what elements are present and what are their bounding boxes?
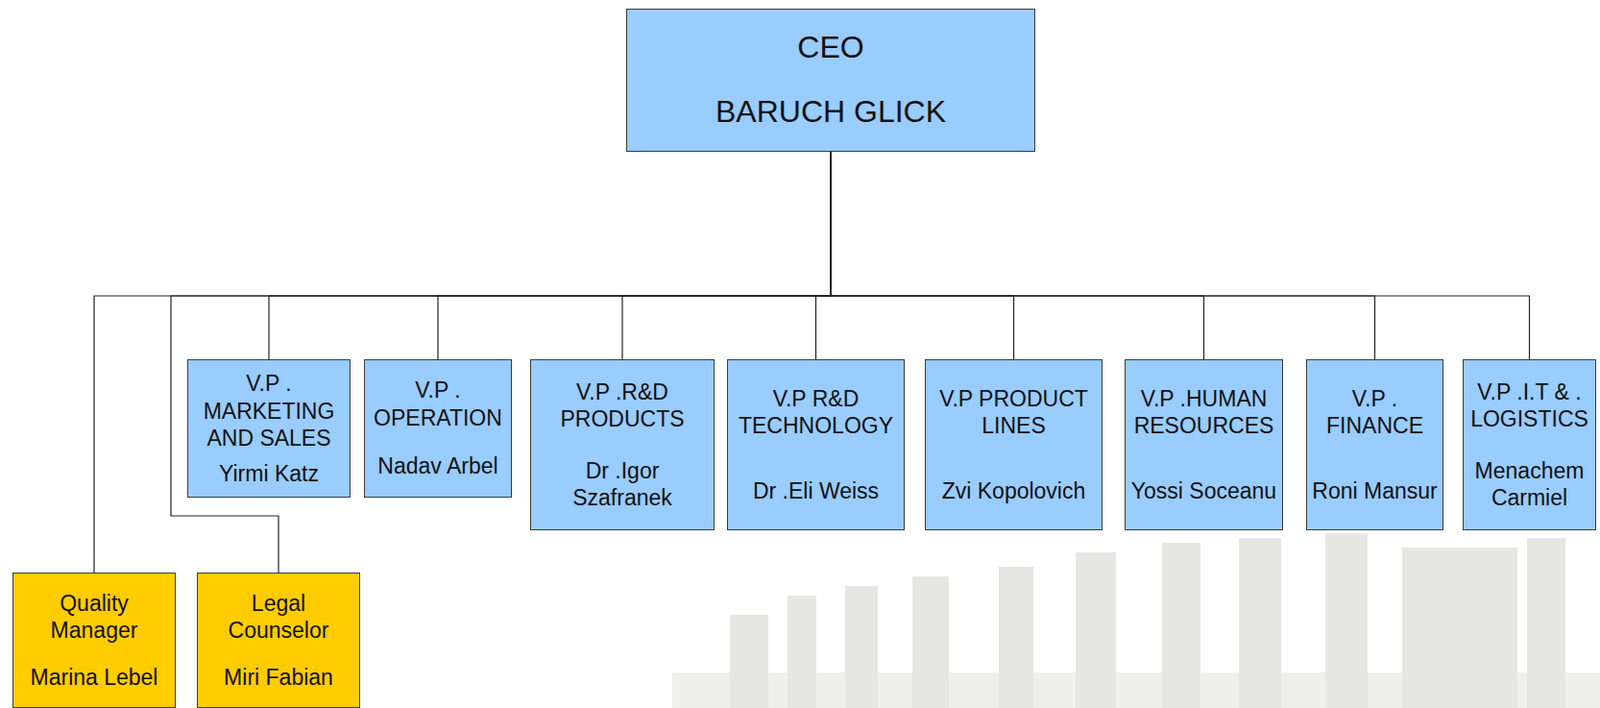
person-name: BARUCH GLICK bbox=[715, 92, 946, 133]
ceo-box: CEO BARUCH GLICK bbox=[626, 8, 1036, 152]
role-title: V.P . MARKETING AND SALES bbox=[193, 369, 345, 451]
role-title: V.P R&D TECHNOLOGY bbox=[732, 385, 899, 439]
role-title: V.P .I.T & . LOGISTICS bbox=[1468, 378, 1591, 433]
role-title: V.P .R&D PRODUCTS bbox=[535, 378, 709, 433]
reporting-line bbox=[830, 151, 1376, 360]
staff-box: Legal CounselorMiri Fabian bbox=[196, 572, 361, 708]
person-name: Dr .Igor Szafranek bbox=[535, 457, 709, 511]
role-title: V.P . FINANCE bbox=[1311, 385, 1438, 439]
reporting-line bbox=[830, 151, 1205, 360]
vp-box: V.P . FINANCE Roni Mansur bbox=[1306, 359, 1444, 531]
person-name: Marina Lebel bbox=[30, 663, 159, 691]
person-name: Menachem Carmiel bbox=[1468, 457, 1591, 511]
reporting-line bbox=[94, 151, 831, 573]
person-name: Roni Mansur bbox=[1311, 477, 1437, 505]
staff-box: Quality ManagerMarina Lebel bbox=[12, 572, 176, 708]
vp-box: V.P .I.T & . LOGISTICS Menachem Carmiel bbox=[1462, 359, 1597, 531]
reporting-line bbox=[830, 151, 1015, 360]
role-title: V.P .HUMAN RESOURCES bbox=[1130, 385, 1278, 439]
vp-box: V.P R&D TECHNOLOGY Dr .Eli Weiss bbox=[727, 359, 905, 531]
role-title: V.P PRODUCT LINES bbox=[930, 385, 1097, 439]
reporting-line bbox=[268, 151, 831, 360]
person-name: Zvi Kopolovich bbox=[942, 477, 1087, 505]
vp-box: V.P . OPERATION Nadav Arbel bbox=[363, 359, 512, 498]
person-name: Dr .Eli Weiss bbox=[752, 477, 879, 505]
reporting-line bbox=[437, 151, 831, 360]
reporting-line bbox=[830, 151, 1530, 360]
reporting-line bbox=[816, 151, 832, 360]
person-name: Yirmi Katz bbox=[218, 460, 319, 487]
vp-box: V.P .R&D PRODUCTS Dr .Igor Szafranek bbox=[530, 359, 715, 531]
reporting-line bbox=[622, 151, 831, 360]
role-title: CEO bbox=[797, 27, 864, 69]
role-title: Quality Manager bbox=[18, 589, 170, 644]
role-title: Legal Counselor bbox=[202, 589, 355, 644]
role-title: V.P . OPERATION bbox=[369, 376, 507, 431]
vp-box: V.P . MARKETING AND SALES Yirmi Katz bbox=[187, 359, 351, 498]
vp-box: V.P .HUMAN RESOURCES Yossi Soceanu bbox=[1124, 359, 1284, 531]
person-name: Yossi Soceanu bbox=[1131, 477, 1277, 505]
person-name: Nadav Arbel bbox=[377, 452, 498, 480]
vp-box: V.P PRODUCT LINES Zvi Kopolovich bbox=[924, 359, 1103, 531]
person-name: Miri Fabian bbox=[223, 663, 334, 691]
